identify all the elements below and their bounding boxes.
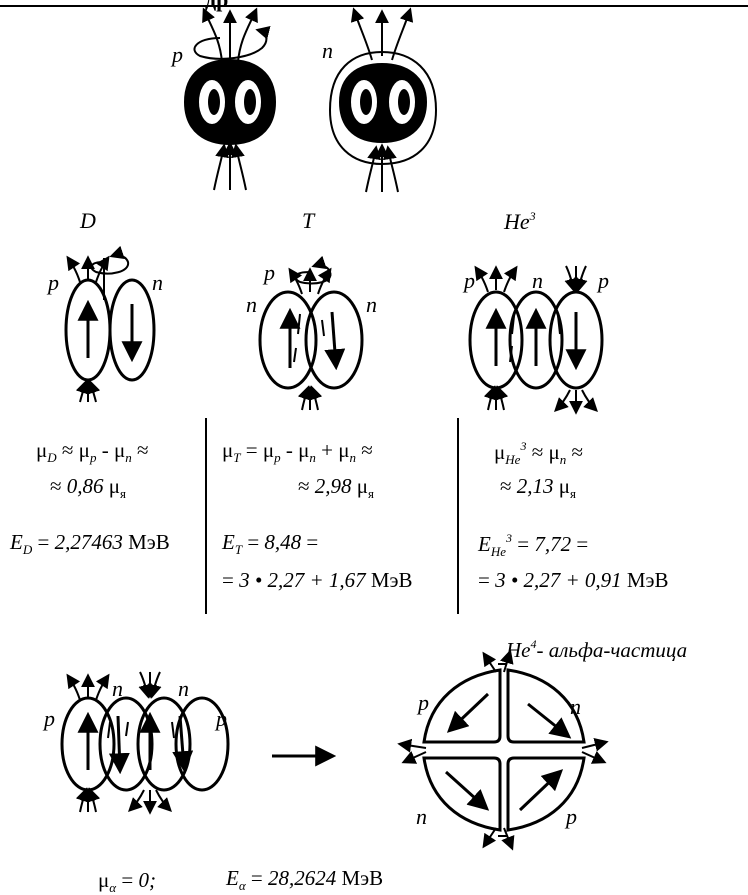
deuteron-p-label: p [48, 272, 59, 294]
alpha-energy-formula: Eα = 28,2624 МэВ [226, 868, 383, 892]
helium3-title: He3 [504, 210, 536, 233]
alpha-chain-p-left-label: p [44, 708, 55, 730]
triton-energy-breakdown: = 3 • 2,27 + 1,67 МэВ [222, 570, 413, 591]
neutron-label: n [322, 40, 333, 62]
alpha-tetra-n-tr-label: n [570, 696, 581, 718]
deuteron-moment-value: ≈ 0,86 μя [50, 476, 126, 500]
header-fragment: др [205, 0, 228, 13]
helium3-moment-value: ≈ 2,13 μя [500, 476, 576, 500]
alpha-moment-formula: μα = 0; [98, 870, 156, 894]
deuteron-moment-formula: μD ≈ μp - μn ≈ [36, 440, 149, 464]
neutron-diagram [330, 10, 436, 192]
triton-n-right-label: n [366, 294, 377, 316]
alpha-tetra-n-bl-label: n [416, 806, 427, 828]
alpha-tetra-p-br-label: p [566, 806, 577, 828]
triton-diagram [260, 265, 362, 410]
proton-diagram [185, 10, 275, 190]
helium3-energy-breakdown: = 3 • 2,27 + 0,91 МэВ [478, 570, 669, 591]
helium3-moment-formula: μHe3 ≈ μn ≈ [494, 440, 583, 466]
triton-p-label: p [264, 262, 275, 284]
alpha-title: He4- альфа-частица [506, 638, 687, 661]
helium3-energy-formula: EHe3 = 7,72 = [478, 532, 588, 558]
deuteron-diagram [66, 255, 154, 402]
alpha-chain-n2-label: n [178, 678, 189, 700]
helium3-p-right-label: p [598, 270, 609, 292]
triton-moment-formula: μT = μp - μn + μn ≈ [222, 440, 373, 464]
alpha-chain-n1-label: n [112, 678, 123, 700]
helium3-n-label: n [532, 270, 543, 292]
alpha-tetra-p-tl-label: p [418, 692, 429, 714]
triton-moment-value: ≈ 2,98 μя [298, 476, 374, 500]
deuteron-title: D [80, 210, 96, 232]
triton-energy-formula: ET = 8,48 = [222, 532, 318, 556]
proton-label: p [172, 44, 183, 66]
alpha-chain-p-right-label: p [216, 708, 227, 730]
triton-title: T [302, 210, 314, 232]
triton-n-left-label: n [246, 294, 257, 316]
helium3-p-left-label: p [464, 270, 475, 292]
deuteron-energy-formula: ED = 2,27463 МэВ [10, 532, 170, 556]
alpha-chain-diagram [62, 672, 228, 812]
deuteron-n-label: n [152, 272, 163, 294]
